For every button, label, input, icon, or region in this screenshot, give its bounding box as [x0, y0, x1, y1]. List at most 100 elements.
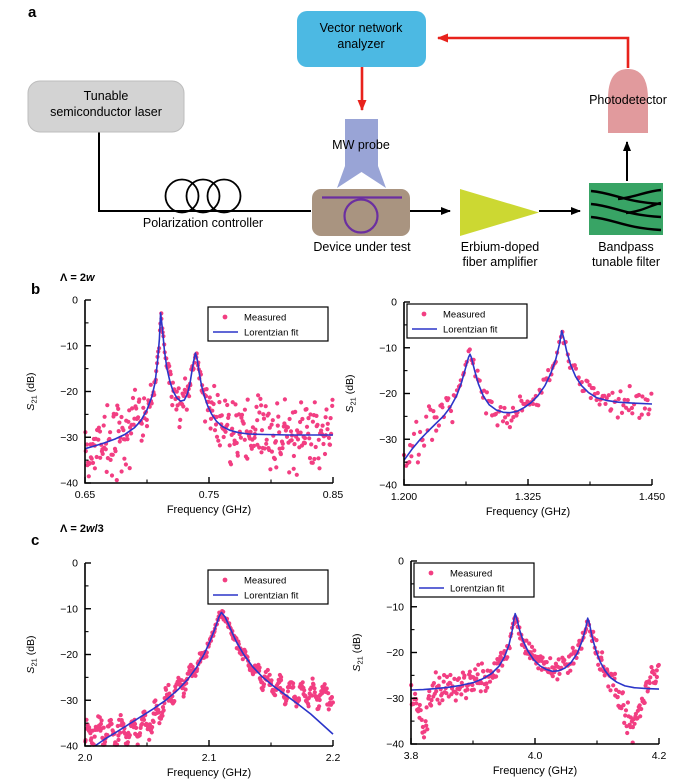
legend-fit-label: Lorentzian fit — [450, 584, 505, 595]
condition-suffix: /3 — [94, 523, 104, 535]
photodetector-label: Photodetector — [589, 93, 667, 107]
laser-label-line1: Tunable — [84, 89, 129, 103]
measured-points — [401, 329, 654, 468]
legend-fit-label: Lorentzian fit — [244, 591, 299, 602]
y-tick-label: 0 — [398, 556, 404, 568]
legend-measured-marker — [222, 314, 228, 320]
legend-measured-marker — [222, 577, 228, 583]
condition-text: Λ = 2 — [60, 523, 86, 535]
lorentzian-fit-line — [84, 311, 333, 450]
x-tick-label: 2.0 — [78, 752, 93, 764]
x-tick-label: 0.85 — [323, 489, 344, 501]
y-tick-label: −20 — [379, 388, 397, 400]
legend-fit-label: Lorentzian fit — [443, 325, 498, 336]
legend-box — [207, 569, 329, 605]
y-tick-label: −40 — [60, 478, 78, 490]
edfa-shape — [460, 189, 539, 236]
y-tick-label: −10 — [60, 340, 78, 352]
arrow-photodetector-to-vna — [437, 33, 630, 68]
x-axis-label: Frequency (GHz) — [167, 767, 251, 779]
legend-fit-label: Lorentzian fit — [244, 328, 299, 339]
lorentzian-fit-line — [410, 612, 660, 691]
y-tick-label: 0 — [391, 297, 397, 309]
measured-points — [83, 609, 335, 747]
lorentzian-fit-line — [94, 611, 334, 747]
y-tick-label: −10 — [386, 601, 404, 613]
y-tick-label: −40 — [386, 739, 404, 751]
x-axis-label: Frequency (GHz) — [486, 506, 570, 518]
panel-b-condition: Λ = 2w — [60, 272, 95, 284]
y-tick-label: −30 — [386, 693, 404, 705]
measured-points — [83, 311, 335, 483]
legend-measured-marker — [428, 570, 434, 576]
condition-variable: w — [86, 272, 95, 284]
legend-box — [207, 306, 329, 342]
filter-label-line2: tunable filter — [592, 255, 660, 269]
photodetector-shape — [608, 69, 648, 133]
x-tick-label: 0.75 — [199, 489, 220, 501]
x-tick-label: 3.8 — [404, 750, 419, 762]
y-tick-label: −10 — [379, 342, 397, 354]
fiber-line-laser-to-dut — [98, 132, 311, 212]
legend-measured-label: Measured — [244, 313, 286, 324]
laser-box — [27, 80, 185, 133]
y-tick-label: −10 — [60, 603, 78, 615]
y-tick-label: 0 — [72, 558, 78, 570]
legend-measured-label: Measured — [443, 310, 485, 321]
lorentzian-fit-line — [403, 329, 653, 461]
dut-box — [312, 189, 410, 236]
y-tick-label: −20 — [60, 386, 78, 398]
filter-fiber-curves — [590, 188, 662, 232]
laser-label-line2: semiconductor laser — [50, 105, 162, 119]
condition-variable: w — [86, 523, 95, 535]
legend-measured-marker — [421, 311, 427, 317]
y-tick-label: −40 — [60, 741, 78, 753]
dut-label: Device under test — [313, 240, 411, 254]
y-axis-label: S21 (dB) — [25, 635, 39, 673]
filter-label-line1: Bandpass — [598, 240, 654, 254]
x-axis-label: Frequency (GHz) — [493, 765, 577, 777]
x-tick-label: 4.2 — [652, 750, 667, 762]
y-tick-label: −20 — [386, 647, 404, 659]
edfa-label-line1: Erbium-doped — [461, 240, 540, 254]
legend-box — [413, 562, 535, 598]
vna-label-line1: Vector network — [320, 21, 403, 35]
y-tick-label: −30 — [60, 695, 78, 707]
panel-c-condition: Λ = 2w/3 — [60, 523, 104, 535]
y-tick-label: −30 — [60, 432, 78, 444]
panel-c-label: c — [31, 532, 40, 549]
x-tick-label: 1.325 — [515, 491, 541, 503]
panel-a-label: a — [28, 4, 37, 21]
x-tick-label: 2.2 — [326, 752, 341, 764]
edfa-label-line2: fiber amplifier — [462, 255, 537, 269]
y-axis-label: S21 (dB) — [344, 374, 358, 412]
panel-b-label: b — [31, 281, 41, 298]
mw-probe-shape — [337, 119, 386, 188]
y-tick-label: −20 — [60, 649, 78, 661]
setup-diagram: Tunable semiconductor laser Vector netwo… — [27, 11, 667, 269]
legend-measured-label: Measured — [244, 576, 286, 587]
x-tick-label: 1.200 — [391, 491, 417, 503]
y-tick-label: 0 — [72, 295, 78, 307]
condition-text: Λ = 2 — [60, 272, 86, 284]
mw-probe-label: MW probe — [332, 138, 390, 152]
x-axis-label: Frequency (GHz) — [167, 504, 251, 516]
dut-ring-resonator — [343, 198, 379, 234]
x-tick-label: 0.65 — [75, 489, 96, 501]
legend-measured-label: Measured — [450, 569, 492, 580]
measured-points — [409, 614, 661, 745]
x-tick-label: 1.450 — [639, 491, 665, 503]
polarization-controller-coils — [164, 178, 242, 214]
y-axis-label: S21 (dB) — [25, 372, 39, 410]
x-tick-label: 4.0 — [528, 750, 543, 762]
y-axis-label: S21 (dB) — [351, 633, 365, 671]
y-tick-label: −40 — [379, 480, 397, 492]
x-tick-label: 2.1 — [202, 752, 217, 764]
polarization-controller-label: Polarization controller — [143, 216, 263, 230]
y-tick-label: −30 — [379, 434, 397, 446]
vna-box — [297, 11, 426, 67]
